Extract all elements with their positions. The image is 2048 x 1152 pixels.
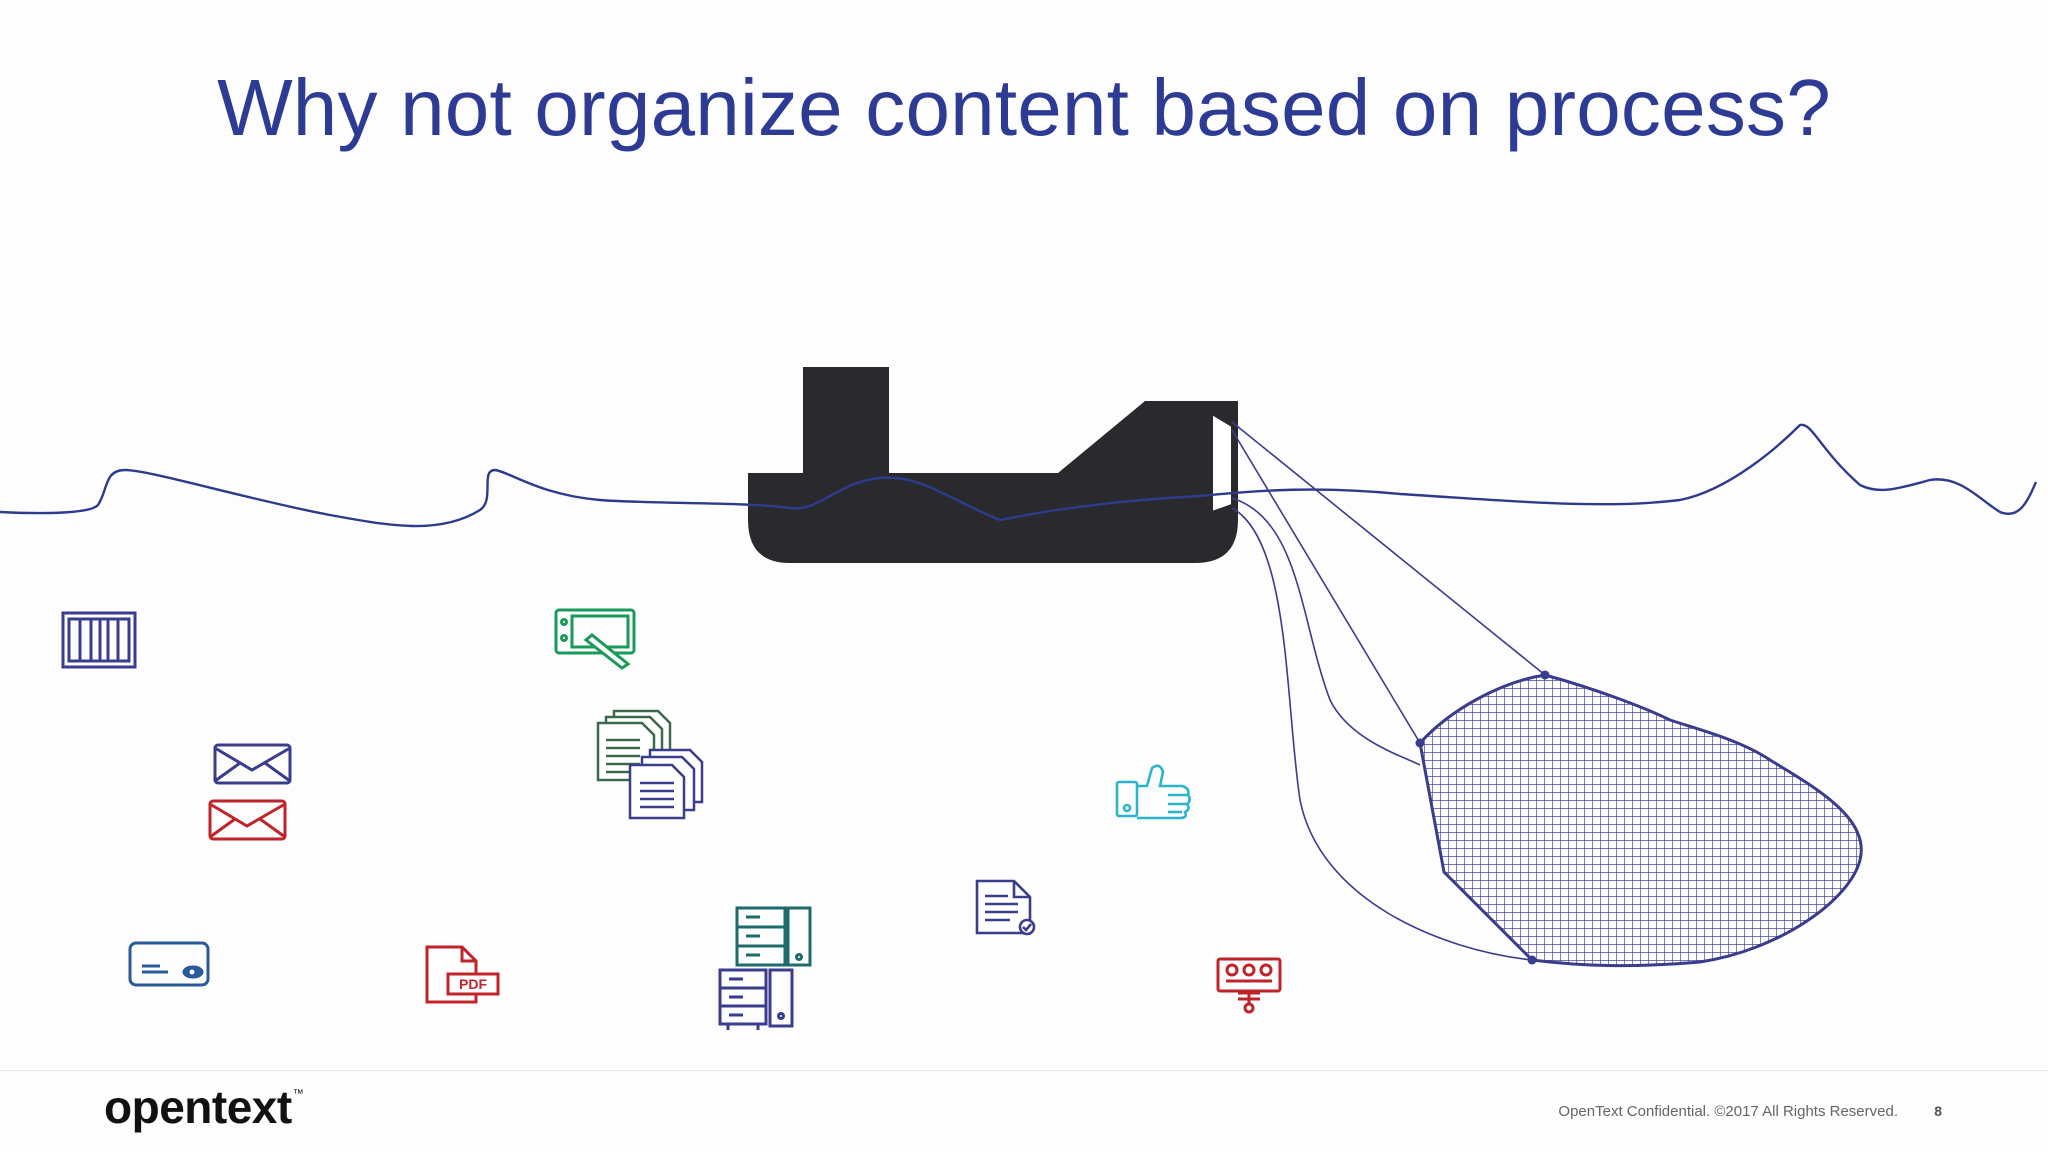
ship-icon xyxy=(748,367,1238,563)
server-navy-icon xyxy=(718,968,794,1030)
email-envelope-icon xyxy=(213,743,292,785)
credit-card-icon xyxy=(128,941,210,987)
workflow-icon xyxy=(1216,957,1282,1014)
thumbs-up-icon xyxy=(1115,764,1192,820)
archive-box-icon xyxy=(61,611,137,669)
document-check-icon xyxy=(975,879,1036,936)
opentext-logo: opentext™ xyxy=(104,1080,304,1134)
fishing-net xyxy=(1415,670,1863,968)
tablet-pen-icon xyxy=(554,608,636,670)
pdf-file-icon: PDF xyxy=(425,945,500,1004)
email-envelope-red-icon xyxy=(208,799,287,841)
document-stack-navy-icon xyxy=(628,748,704,820)
slide-title: Why not organize content based on proces… xyxy=(217,63,1831,152)
logo-text: opentext xyxy=(104,1081,292,1133)
confidential-notice: OpenText Confidential. ©2017 All Rights … xyxy=(1558,1103,1898,1120)
page-number: 8 xyxy=(1934,1103,1942,1119)
pdf-label: PDF xyxy=(459,976,487,992)
footer-divider xyxy=(0,1070,2048,1071)
wave-line xyxy=(0,423,2038,528)
logo-trademark: ™ xyxy=(292,1088,304,1100)
tow-lines xyxy=(1231,421,1546,961)
server-icon xyxy=(735,906,812,967)
